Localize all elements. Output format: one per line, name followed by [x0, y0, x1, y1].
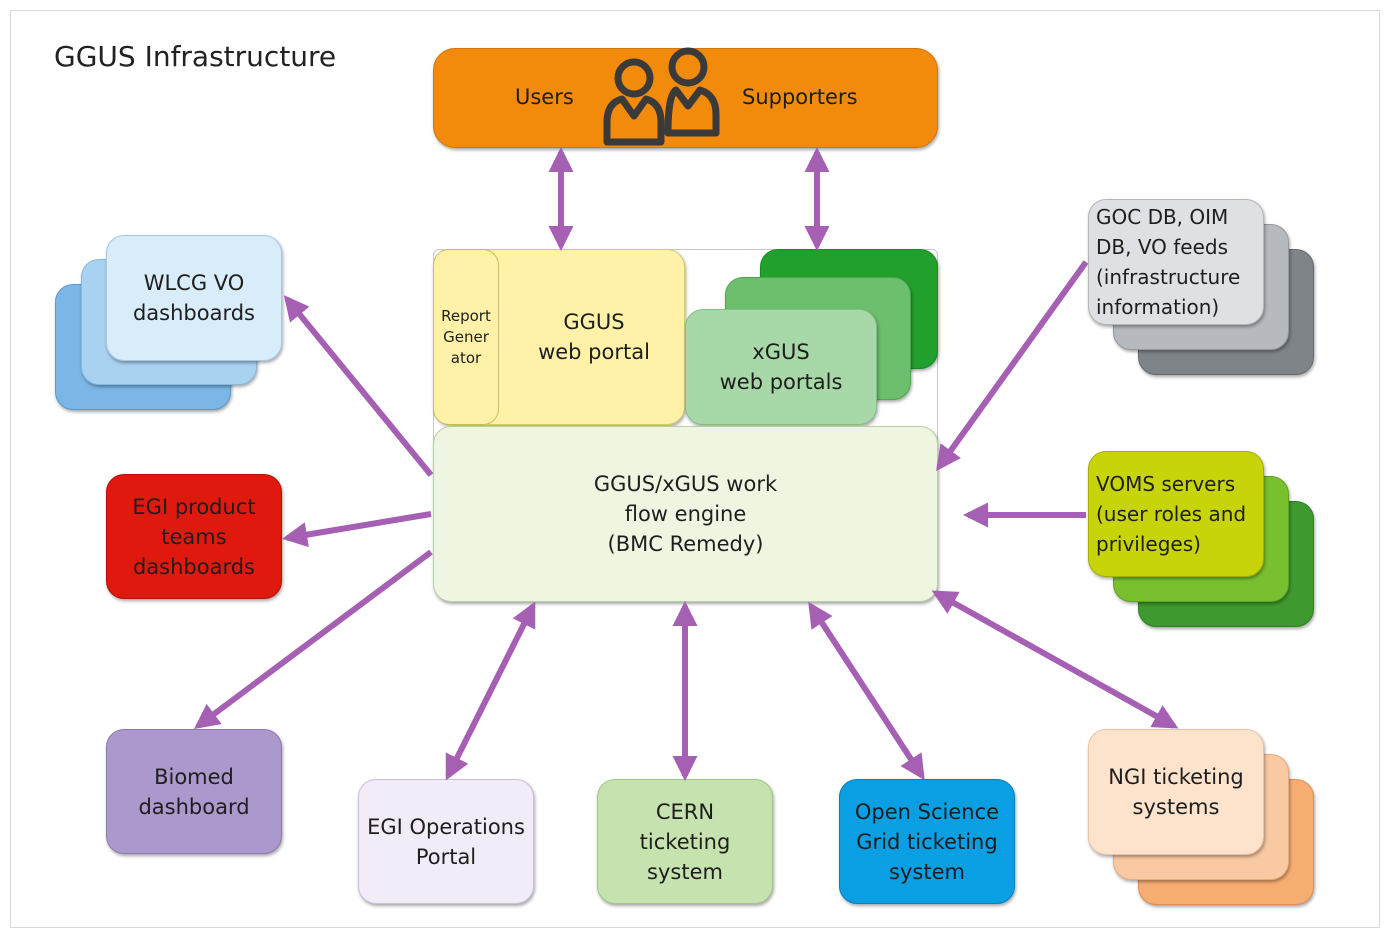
ngi-ticketing-box: NGI ticketing systems [1088, 729, 1264, 855]
ggus-web-portal-label: GGUS web portal [538, 310, 650, 364]
cern-ticketing-box: CERN ticketing system [597, 779, 773, 904]
gocdb-box: GOC DB, OIM DB, VO feeds (infrastructure… [1088, 199, 1264, 325]
egi-product-teams-box: EGI product teams dashboards [106, 474, 282, 599]
report-generator-box: Report Gener ator [433, 249, 499, 425]
biomed-dashboard-label: Biomed dashboard [138, 764, 250, 819]
users-label: Users [515, 85, 574, 109]
egi-product-teams-label: EGI product teams dashboards [132, 494, 256, 579]
diagram-title: GGUS Infrastructure [54, 40, 337, 73]
users-supporters-box [433, 48, 938, 148]
osg-ticketing-box: Open Science Grid ticketing system [839, 779, 1015, 904]
supporters-label: Supporters [742, 85, 858, 109]
report-generator-label: Report Gener ator [441, 306, 491, 367]
cern-ticketing-label: CERN ticketing system [639, 799, 731, 884]
osg-ticketing-label: Open Science Grid ticketing system [854, 799, 1000, 884]
egi-operations-portal-box: EGI Operations Portal [358, 779, 534, 904]
workflow-engine-label: GGUS/xGUS work flow engine (BMC Remedy) [593, 472, 778, 556]
ngi-ticketing-label: NGI ticketing systems [1108, 765, 1244, 819]
xgus-web-portals-label: xGUS web portals [719, 340, 843, 394]
biomed-dashboard-box: Biomed dashboard [106, 729, 282, 854]
workflow-engine-box: GGUS/xGUS work flow engine (BMC Remedy) [433, 426, 938, 602]
gocdb-label: GOC DB, OIM DB, VO feeds (infrastructure… [1096, 205, 1241, 319]
wlcg-vo-dashboards-label: WLCG VO dashboards [132, 271, 256, 325]
voms-servers-box: VOMS servers (user roles and privileges) [1088, 451, 1264, 577]
wlcg-vo-dashboards-box: WLCG VO dashboards [106, 235, 282, 361]
diagram-frame [10, 10, 1380, 928]
egi-operations-portal-label: EGI Operations Portal [367, 814, 525, 869]
xgus-web-portals-box: xGUS web portals [685, 309, 877, 425]
voms-servers-label: VOMS servers (user roles and privileges) [1096, 472, 1247, 556]
